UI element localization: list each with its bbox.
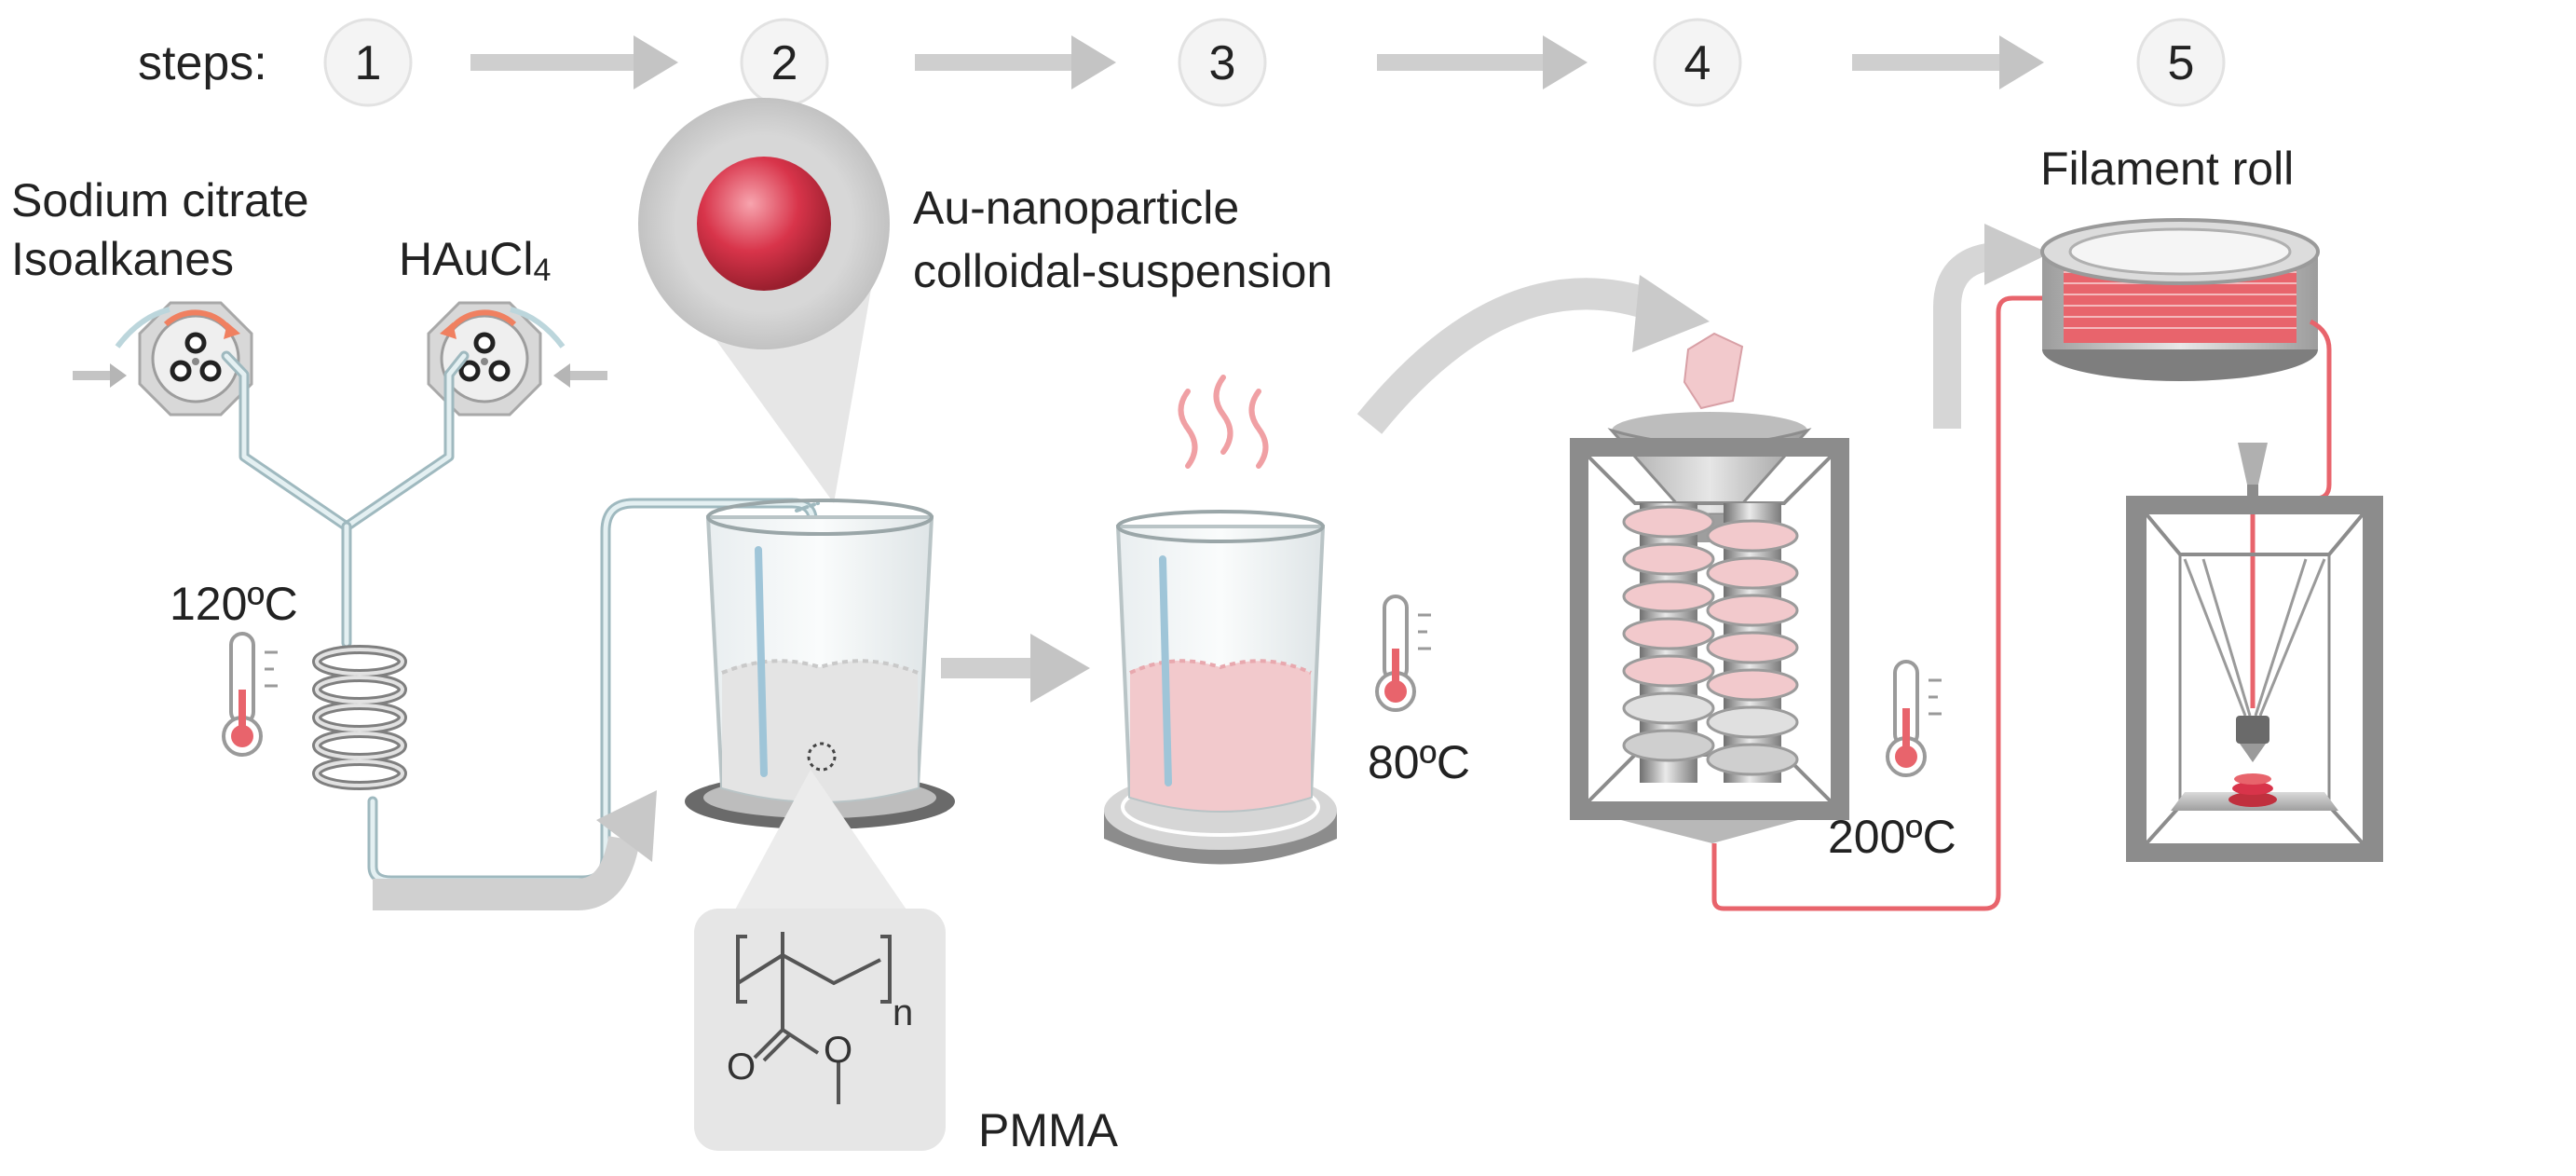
haucl4-label: HAuCl4 xyxy=(399,233,551,288)
step-5-printing: Filament roll xyxy=(2040,143,2383,862)
steps-header: steps: 1 2 3 4 xyxy=(138,18,2226,107)
temperature-200-label: 200ºC xyxy=(1828,811,1956,863)
flow-arrow-3-4 xyxy=(1356,275,1710,434)
step-arrow-4 xyxy=(1852,35,2044,89)
flow-arrow-4-5 xyxy=(1933,224,2050,429)
temperature-120-label: 120ºC xyxy=(170,578,298,630)
step-4-badge: 4 xyxy=(1653,18,1742,107)
extruder-die xyxy=(1621,820,1798,843)
step-5-badge: 5 xyxy=(2136,18,2226,107)
isoalkanes-label: Isoalkanes xyxy=(11,233,234,285)
step-4-extrusion: 200ºC xyxy=(1570,224,2054,911)
peristaltic-pump-right xyxy=(427,301,566,417)
beaker-drying xyxy=(1115,510,1326,813)
au-nanoparticle-label: Au-nanoparticle xyxy=(913,182,1239,234)
thermometer-120-icon xyxy=(222,632,278,757)
step-3-drying: 80ºC xyxy=(1104,275,1710,865)
temperature-80-label: 80ºC xyxy=(1368,736,1470,788)
thermometer-80-icon xyxy=(1375,595,1431,712)
step-number-1: 1 xyxy=(355,36,382,90)
step-1-synthesis: Sodium citrate Isoalkanes HAuCl4 xyxy=(11,174,820,886)
inlet-arrow-right xyxy=(553,363,607,388)
thermometer-200-icon xyxy=(1886,660,1942,777)
peristaltic-pump-left xyxy=(115,301,253,417)
step-number-5: 5 xyxy=(2168,36,2195,90)
filament-spool xyxy=(2040,218,2320,381)
au-nanoparticle-icon xyxy=(697,157,831,291)
step-number-2: 2 xyxy=(771,36,798,90)
twin-screw-left xyxy=(1622,503,1715,783)
step-2-suspension: Au-nanoparticle colloidal-suspension xyxy=(638,98,1332,1156)
printer-filament-line xyxy=(2250,319,2332,708)
step-3-badge: 3 xyxy=(1178,18,1267,107)
steps-label: steps: xyxy=(138,36,267,90)
flow-arrow-bottom xyxy=(373,790,657,910)
step-number-3: 3 xyxy=(1209,36,1236,90)
twin-screw-right xyxy=(1706,503,1799,783)
heating-coil xyxy=(312,645,407,790)
sodium-citrate-label: Sodium citrate xyxy=(11,174,309,226)
step-2-badge: 2 xyxy=(740,18,829,107)
beaker-suspension xyxy=(685,499,955,829)
step-1-badge: 1 xyxy=(323,18,413,107)
step-arrow-1 xyxy=(470,35,678,89)
filament-roll-label: Filament roll xyxy=(2040,143,2294,195)
step-arrow-2 xyxy=(915,35,1116,89)
pmma-label: PMMA xyxy=(978,1104,1119,1156)
step-arrow-3 xyxy=(1377,35,1588,89)
inlet-arrow-left xyxy=(73,363,127,388)
printed-part-icon xyxy=(2228,773,2277,807)
heat-waves-icon xyxy=(1178,375,1269,469)
colloidal-suspension-label: colloidal-suspension xyxy=(913,245,1332,297)
filament-line xyxy=(1711,295,2054,911)
3d-printer-frame xyxy=(2126,443,2383,862)
pmma-structure xyxy=(736,932,892,1104)
step-number-4: 4 xyxy=(1684,36,1711,90)
oxygen-atom-2: O xyxy=(824,1030,852,1071)
flow-arrow-2-3 xyxy=(941,634,1090,703)
oxygen-atom-1: O xyxy=(727,1046,756,1087)
polymer-repeat-n: n xyxy=(893,992,913,1033)
